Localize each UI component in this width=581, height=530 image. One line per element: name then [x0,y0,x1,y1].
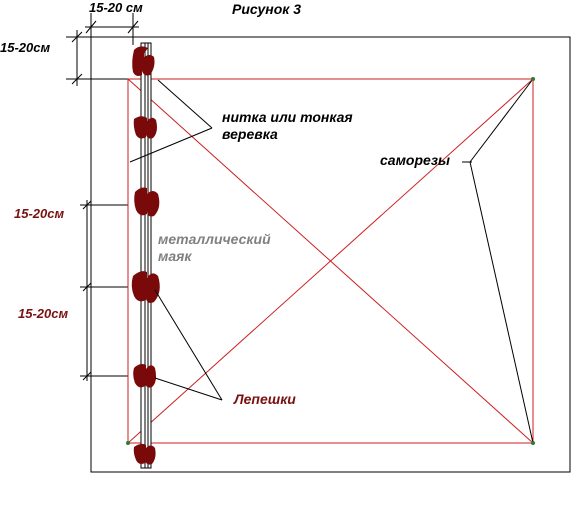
beacon-label-line1: металлический [158,231,271,247]
screws [126,77,535,445]
wall-frame [90,36,571,473]
patties-label: Лепешки [233,391,296,407]
thread-leader-bottom [129,127,213,163]
patty-2 [133,116,157,139]
patties-leader-2 [154,377,223,401]
dim-left-top-label: 15-20см [0,40,50,55]
patty-1 [132,46,155,76]
thread-label-line2: веревка [222,126,278,142]
screws-leader-bottom [469,161,534,444]
patties [131,46,160,465]
left-side-dimensions [80,200,128,381]
patties-leader-1 [154,289,223,401]
screw-icon [531,77,535,81]
patty-3 [134,187,160,217]
thread-leader-top [157,79,213,129]
screw-icon [126,441,130,445]
screws-leader-top [469,78,534,163]
screw-icon [531,441,535,445]
patty-4 [131,271,160,303]
figure-title: Рисунок 3 [232,1,301,17]
metallic-beacon [140,42,152,469]
top-dimension [85,13,139,45]
thread-diagonal-2 [127,78,534,444]
thread-rectangle [127,78,534,444]
thread-label-line1: нитка или тонкая [222,109,353,125]
leader-lines [129,78,534,444]
dim-left-mid-label: 15-20см [14,206,64,221]
patty-6 [133,443,156,465]
left-top-dimension [66,30,128,86]
beacon-label-line2: маяк [158,248,192,264]
dim-top-label: 15-20 см [89,0,143,15]
thread-lines [127,78,534,444]
screws-label: саморезы [380,152,450,168]
patty-5 [133,364,156,388]
dim-left-bottom-label: 15-20см [18,306,68,321]
